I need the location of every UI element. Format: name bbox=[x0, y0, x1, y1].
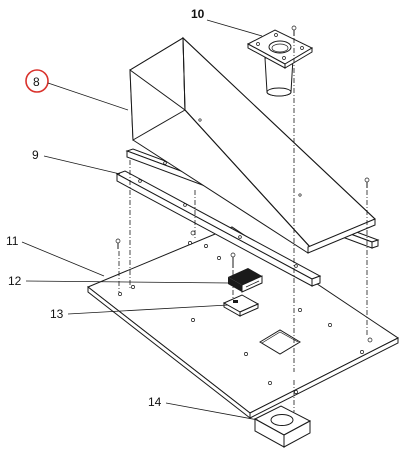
square-spacer[interactable] bbox=[253, 405, 312, 448]
mounting-pad[interactable] bbox=[222, 294, 260, 317]
mount-flange-sleeve[interactable] bbox=[246, 29, 314, 97]
callouts: 10 8 9 11 12 13 14 bbox=[6, 7, 263, 421]
hopper-chute[interactable] bbox=[129, 36, 376, 254]
callout-label-14: 14 bbox=[148, 395, 162, 409]
screw-icon bbox=[190, 230, 196, 236]
screw-icon bbox=[364, 177, 370, 188]
screw-icon bbox=[367, 337, 373, 343]
plate-holes bbox=[118, 241, 364, 394]
callout-label-10: 10 bbox=[191, 7, 205, 21]
plate-cutout bbox=[259, 329, 301, 355]
callout-label-12: 12 bbox=[8, 274, 22, 288]
angle-bracket-lower[interactable] bbox=[115, 170, 322, 287]
screw-icon bbox=[230, 252, 236, 268]
callout-circle-8 bbox=[25, 69, 49, 93]
screw-icon bbox=[291, 25, 297, 36]
screws bbox=[115, 25, 373, 343]
callout-label-8: 8 bbox=[33, 75, 40, 89]
callout-label-13: 13 bbox=[50, 307, 64, 321]
screw-icon bbox=[115, 238, 121, 249]
assembly-axis-lines bbox=[118, 38, 368, 412]
callout-label-11: 11 bbox=[6, 234, 19, 248]
callout-label-9: 9 bbox=[32, 148, 39, 162]
connector-block[interactable] bbox=[228, 268, 263, 293]
base-plate[interactable] bbox=[87, 226, 399, 420]
